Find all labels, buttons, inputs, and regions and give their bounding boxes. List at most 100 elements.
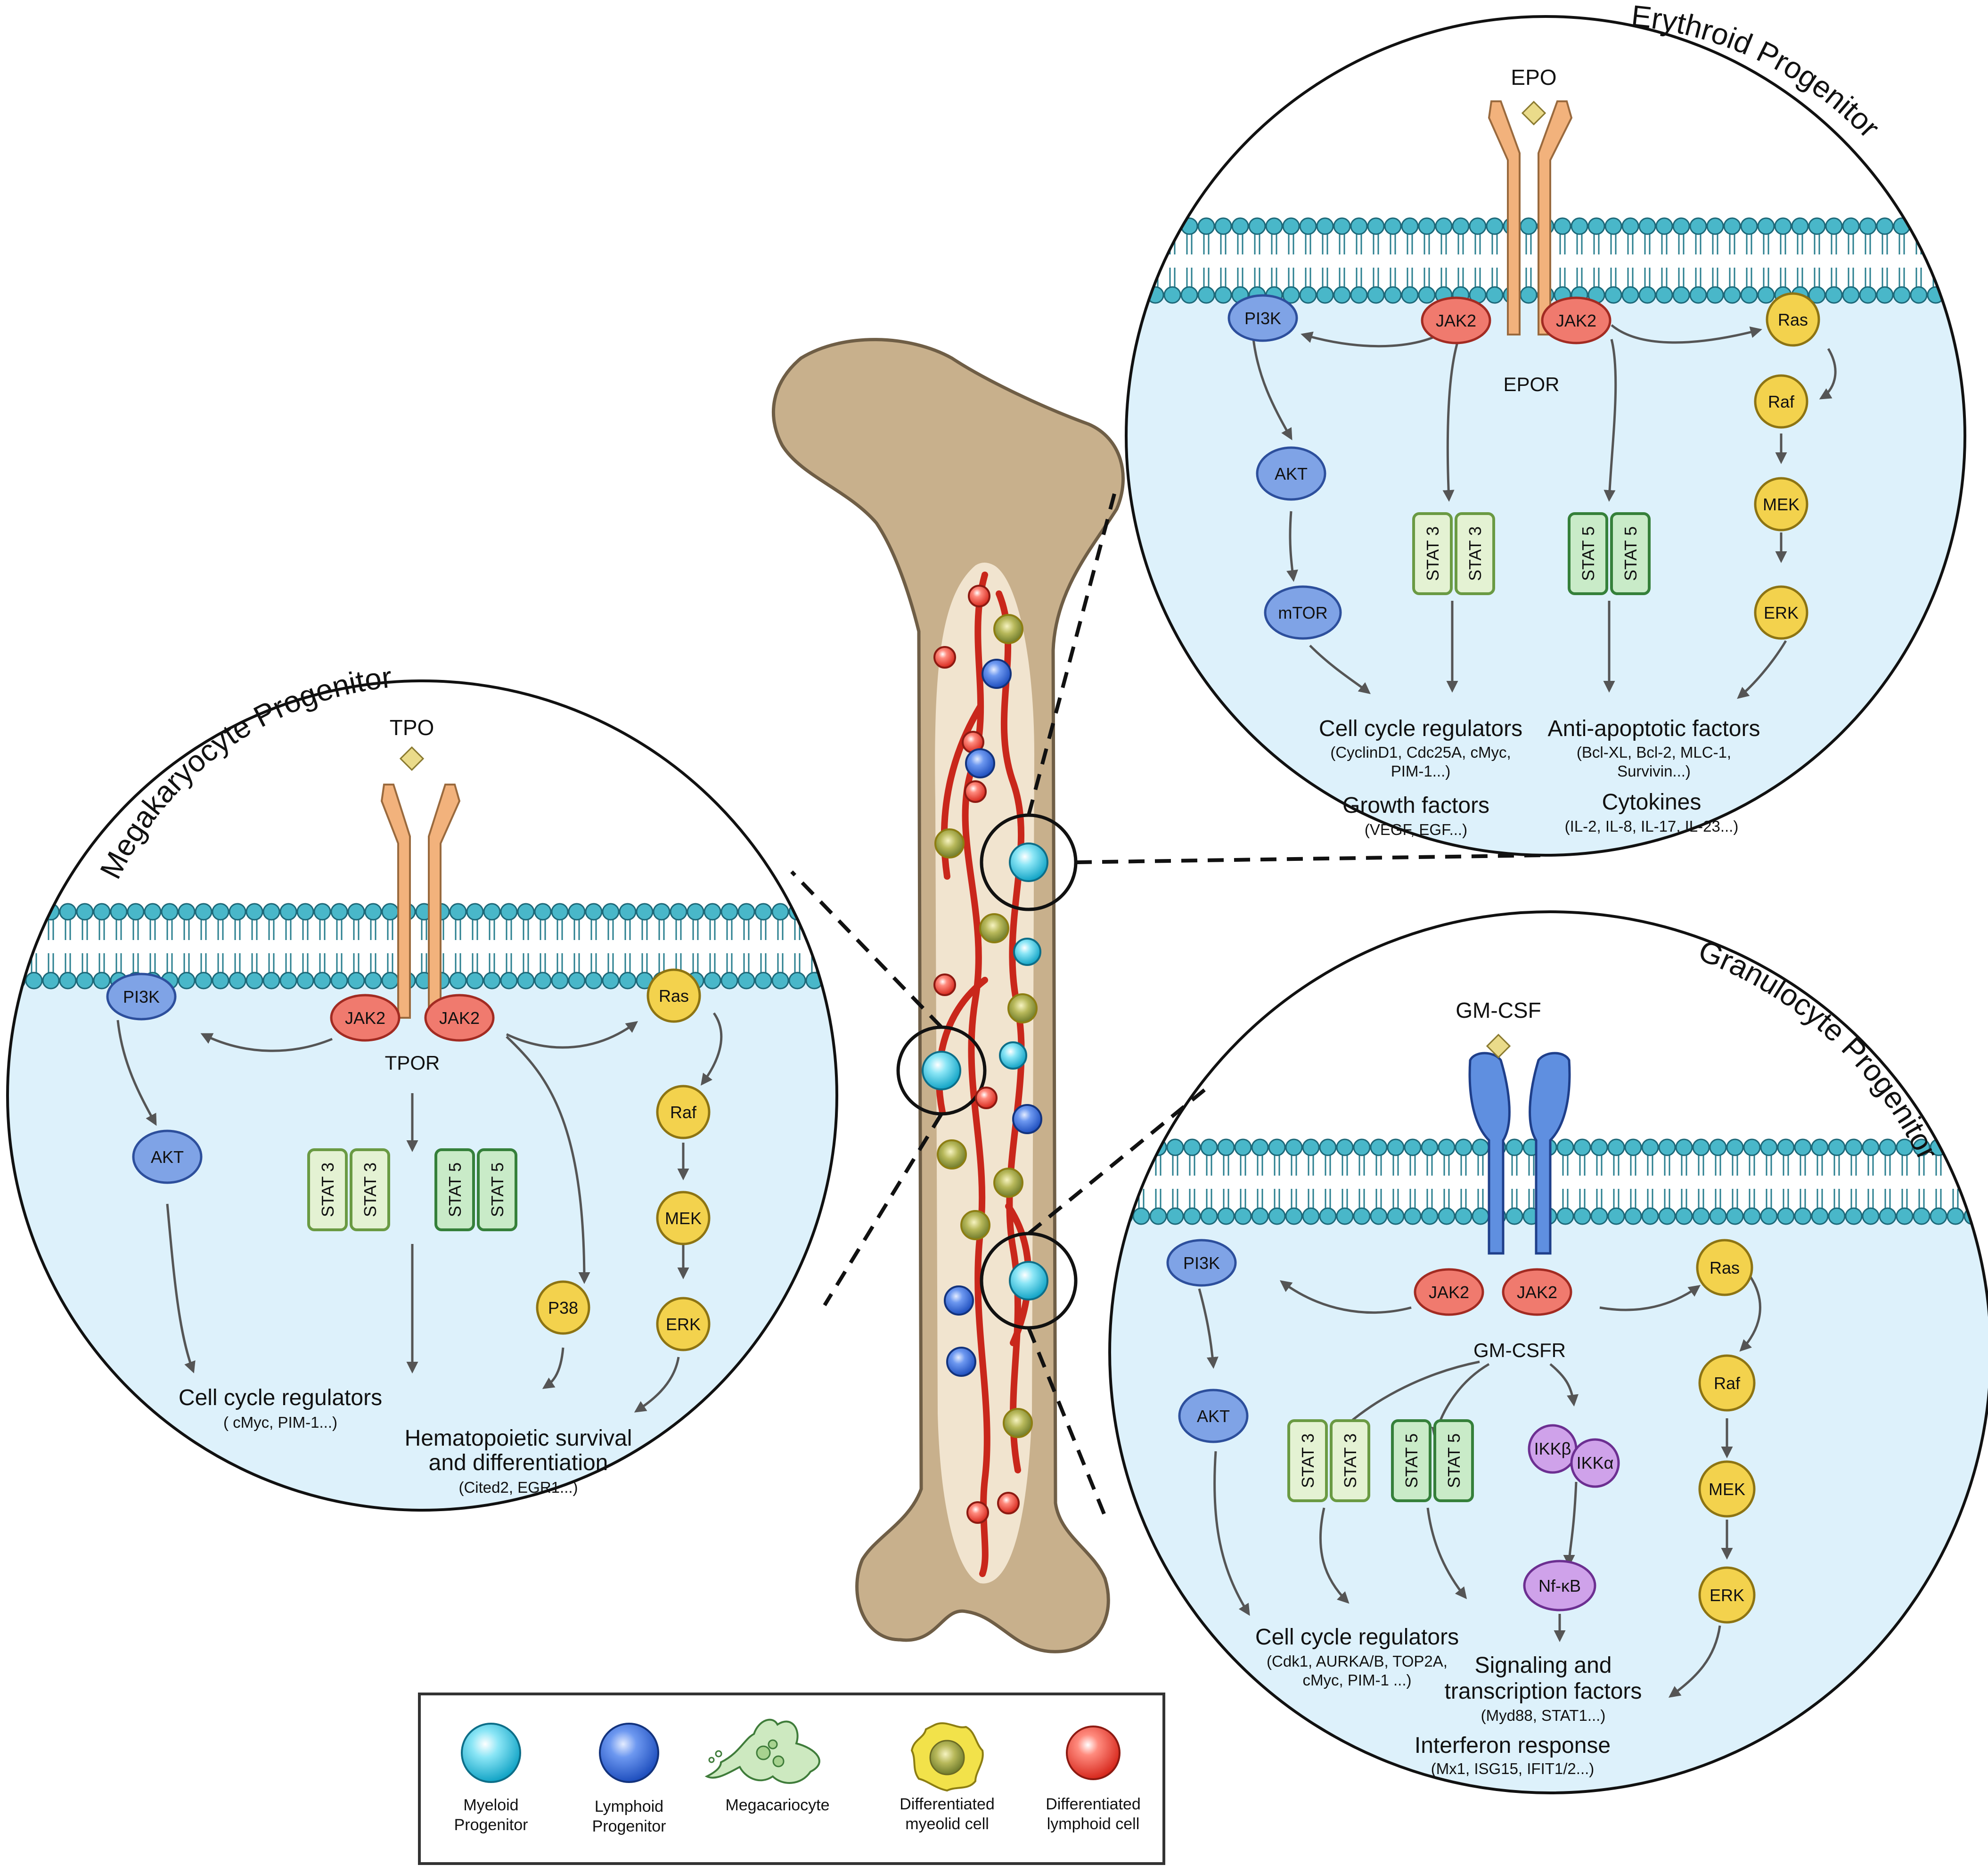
lipid-head (1217, 1207, 1235, 1225)
lipid-head (1384, 286, 1402, 304)
svg-text:Ras: Ras (659, 986, 689, 1006)
lipid-head (1452, 217, 1470, 235)
node-mek: MEK (1698, 1460, 1756, 1518)
lipid-tail (1729, 234, 1735, 288)
lipid-tail (65, 919, 71, 974)
lipid-head (1641, 1207, 1659, 1225)
lipid-head (1282, 286, 1300, 304)
lipid-head (1808, 217, 1826, 235)
lipid-head (1791, 217, 1809, 235)
lipid-head (517, 972, 535, 990)
myeloid-progenitor-icon (1009, 1261, 1048, 1300)
lipid-tail (692, 919, 699, 974)
node-erk: ERK (1698, 1566, 1756, 1624)
lipid-head (551, 972, 569, 990)
lipid-tail (590, 919, 597, 974)
lipid-head (1757, 217, 1775, 235)
lipid-tail (540, 919, 546, 974)
lipid-tail (1474, 234, 1481, 288)
lipid-tail (1918, 1155, 1925, 1210)
myeloid-progenitor-icon (922, 1051, 961, 1090)
lipid-head (93, 903, 111, 921)
lipid-tail (1967, 234, 1972, 288)
outcome-antiapoptotic-title: Anti-apoptotic factors (1548, 716, 1760, 741)
lipid-head (500, 903, 518, 921)
lipid-tail (658, 919, 665, 974)
svg-text:JAK2: JAK2 (1429, 1283, 1469, 1302)
lipid-head (1655, 217, 1673, 235)
lipid-head (1163, 286, 1181, 304)
lipid-head (1166, 1207, 1184, 1225)
lipid-head (1333, 217, 1351, 235)
lipid-tail (1220, 234, 1227, 288)
lipid-head (1672, 286, 1690, 304)
lipid-head (1126, 217, 1130, 235)
panel-border (1125, 15, 1966, 857)
lipid-head (1709, 1207, 1727, 1225)
svg-text:AKT: AKT (1275, 464, 1308, 483)
lipid-head (1336, 1207, 1354, 1225)
lipid-head (1251, 1138, 1269, 1156)
lipid-head (1556, 1207, 1574, 1225)
svg-text:JAK2: JAK2 (1436, 311, 1476, 330)
lipid-head (178, 972, 196, 990)
panel-erythroid-progenitor: Erythroid Progenitor EPO EPOR PI3K AKT m… (1125, 0, 1972, 857)
lipid-head (1624, 1207, 1642, 1225)
lipid-head (1129, 286, 1147, 304)
lipid-tail (1800, 1155, 1806, 1210)
node-raf: Raf (1754, 374, 1808, 429)
lipid-head (1234, 1207, 1252, 1225)
lipid-head (466, 972, 484, 990)
gm-csf-ligand-icon (1486, 1033, 1511, 1059)
lipid-head (568, 972, 586, 990)
lipid-head (653, 903, 671, 921)
lipid-tail (1695, 234, 1702, 288)
lipid-head (720, 972, 738, 990)
lipid-head (1265, 217, 1283, 235)
lipid-head (8, 903, 9, 921)
bone-marrow-cells (922, 585, 1048, 1524)
node-mtor: mTOR (1264, 585, 1342, 640)
lipid-tail (98, 919, 105, 974)
outcome-cytokines-title: Cytokines (1602, 790, 1702, 815)
lipid-head (1200, 1207, 1218, 1225)
lipid-head (1455, 1207, 1473, 1225)
lipid-tail (302, 919, 309, 974)
node-ikk-complex: IKKβ IKKα (1528, 1424, 1620, 1488)
lipid-tail (115, 919, 122, 974)
lipid-head (1692, 1207, 1710, 1225)
lipid-head (1658, 1138, 1676, 1156)
lipid-head (1110, 1207, 1116, 1225)
lipid-head (1947, 1207, 1964, 1225)
lipid-head (754, 903, 772, 921)
lipid-head (195, 903, 213, 921)
lipid-tail (1766, 1155, 1772, 1210)
lipid-head (76, 903, 94, 921)
lipid-tail (1440, 234, 1447, 288)
differentiated-lymphoid-cell-icon (964, 780, 987, 803)
outcome-cell-cycle-examples: ( cMyc, PIM-1...) (223, 1414, 337, 1431)
differentiated-myeloid-cell-icon (993, 1168, 1023, 1198)
svg-text:Raf: Raf (1714, 1374, 1741, 1393)
outcome-interferon-examples: (Mx1, ISG15, IFIT1/2...) (1431, 1760, 1595, 1777)
lipid-tail (48, 919, 54, 974)
lipid-tail (1949, 234, 1956, 288)
lipid-head (1845, 1207, 1863, 1225)
lipid-head (1655, 286, 1673, 304)
legend-label: Megacariocyte (725, 1796, 829, 1814)
lipid-tail (1732, 1155, 1738, 1210)
node-stat3-dimer: STAT 3 STAT 3 (307, 1148, 390, 1231)
lipid-head (1387, 1138, 1405, 1156)
lipid-head (1930, 1207, 1947, 1225)
lipid-head (1706, 217, 1724, 235)
node-erk: ERK (656, 1297, 711, 1351)
lipid-head (1571, 217, 1588, 235)
lipid-head (1285, 1207, 1303, 1225)
lipid-head (381, 903, 399, 921)
svg-text:Nf-κB: Nf-κB (1538, 1576, 1581, 1595)
lipid-tail (1562, 1155, 1569, 1210)
lipid-tail (1392, 1155, 1399, 1210)
lipid-head (1689, 217, 1707, 235)
lipid-head (1774, 217, 1792, 235)
